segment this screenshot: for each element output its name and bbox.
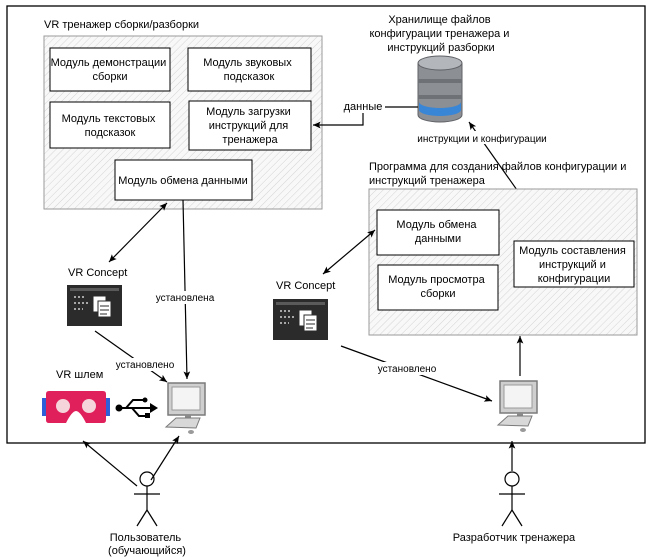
computer-icon: [496, 380, 538, 432]
edge-app2-program: [322, 229, 376, 275]
program-title: Программа для создания файлов конфигурац…: [369, 161, 629, 187]
edge-data-to-loader: [313, 106, 418, 129]
module-sound-hints: Модуль звуковых подсказок: [187, 47, 312, 92]
edge-label-instr-config: инструкции и конфигурации: [417, 133, 547, 145]
usb-icon: [115, 397, 158, 418]
headset-label: VR шлем: [56, 369, 103, 381]
edge-label-bg: [341, 99, 385, 113]
developer-actor-label: Разработчик тренажера: [453, 532, 576, 544]
database-icon: [417, 55, 463, 123]
module-text: Модуль текстовых подсказок: [62, 113, 159, 139]
edge-label-bg: [375, 362, 439, 375]
edge-label-data: данные: [344, 101, 383, 113]
module-text: Модуль загрузки инструкций для тренажера: [206, 106, 294, 146]
module-text: Модуль обмена данными: [118, 175, 247, 187]
edge-app1-trainer: [108, 202, 168, 263]
app-window-icon: [273, 299, 328, 340]
edge-label-bg: [150, 291, 216, 304]
edge-user-headset: [82, 440, 138, 487]
vr-concept-label-1: VR Concept: [68, 267, 127, 279]
module-data-exchange: Модуль обмена данными: [114, 159, 253, 201]
edge-user-pc: [150, 435, 180, 481]
edge-label-installed-1: установлена: [156, 293, 215, 304]
program-module-data-exchange: Модуль обмена данными: [376, 209, 500, 256]
vr-headset-icon: [42, 391, 110, 423]
module-load-instructions: Модуль загрузки инструкций для тренажера: [188, 100, 312, 151]
app-window-icon: [67, 285, 122, 326]
edge-installed-trainer: [182, 199, 191, 380]
user-actor-icon: [134, 471, 160, 527]
module-text: Модуль демонстрации сборки: [51, 57, 170, 83]
frame-title: VR тренажер сборки/разборки: [44, 19, 199, 31]
edge-installed-app1: [94, 330, 168, 383]
module-text: Модуль обмена данными: [396, 219, 479, 245]
module-demo-assembly: Модуль демонстрации сборки: [49, 47, 171, 92]
computer-icon: [164, 382, 206, 434]
module-text: Модуль звуковых подсказок: [203, 57, 295, 83]
edge-label-bg: [113, 358, 177, 371]
program-module-compose: Модуль составления инструкций и конфигур…: [513, 240, 635, 288]
edge-label-installed-2: установлено: [116, 360, 175, 371]
program-module-view-assembly: Модуль просмотра сборки: [377, 264, 499, 311]
module-text: Модуль просмотра сборки: [388, 274, 488, 300]
module-text-hints: Модуль текстовых подсказок: [49, 101, 171, 149]
module-text: Модуль составления инструкций и конфигур…: [519, 245, 629, 285]
edge-label-installed-3: установлено: [378, 364, 437, 375]
vr-concept-label-2: VR Concept: [276, 280, 335, 292]
edge-label-bg: [414, 131, 552, 144]
storage-label: Хранилище файлов конфигурации тренажера …: [369, 14, 512, 54]
developer-actor-icon: [499, 471, 525, 527]
user-actor-label: Пользователь (обучающийся): [108, 532, 186, 557]
